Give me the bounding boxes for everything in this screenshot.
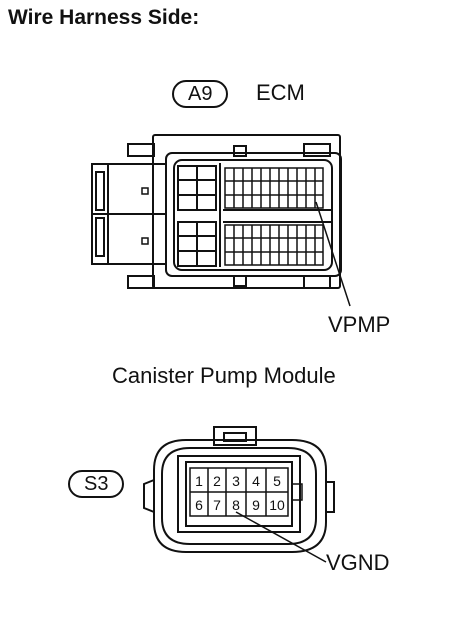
ecm-connector-drawing	[91, 134, 342, 289]
pin-7-label: 7	[213, 497, 221, 513]
ecm-lower-pin-grid	[224, 224, 324, 266]
vgnd-leader-line	[235, 511, 327, 563]
ecm-label: ECM	[256, 80, 305, 105]
pin-4-label: 4	[252, 473, 260, 489]
vgnd-callout-label: VGND	[326, 550, 390, 575]
pin-10-label: 10	[269, 497, 285, 513]
pin-2-label: 2	[213, 473, 221, 489]
pump-pin-numbers: 1 2 3 4 5 6 7 8 9 10	[195, 473, 285, 513]
vpmp-callout-label: VPMP	[328, 312, 391, 337]
pump-connector-id-badge: S3	[68, 470, 125, 498]
ecm-upper-pin-grid	[224, 167, 324, 209]
vpmp-leader-line	[315, 201, 351, 307]
pin-1-label: 1	[195, 473, 203, 489]
pump-module-label: Canister Pump Module	[112, 363, 336, 388]
pin-9-label: 9	[252, 497, 260, 513]
pin-5-label: 5	[273, 473, 281, 489]
pin-6-label: 6	[195, 497, 203, 513]
pin-3-label: 3	[232, 473, 240, 489]
page-heading: Wire Harness Side:	[8, 6, 200, 29]
ecm-connector-id-badge: A9	[172, 80, 229, 108]
pump-connector-drawing	[143, 426, 335, 553]
pin-8-label: 8	[232, 497, 240, 513]
